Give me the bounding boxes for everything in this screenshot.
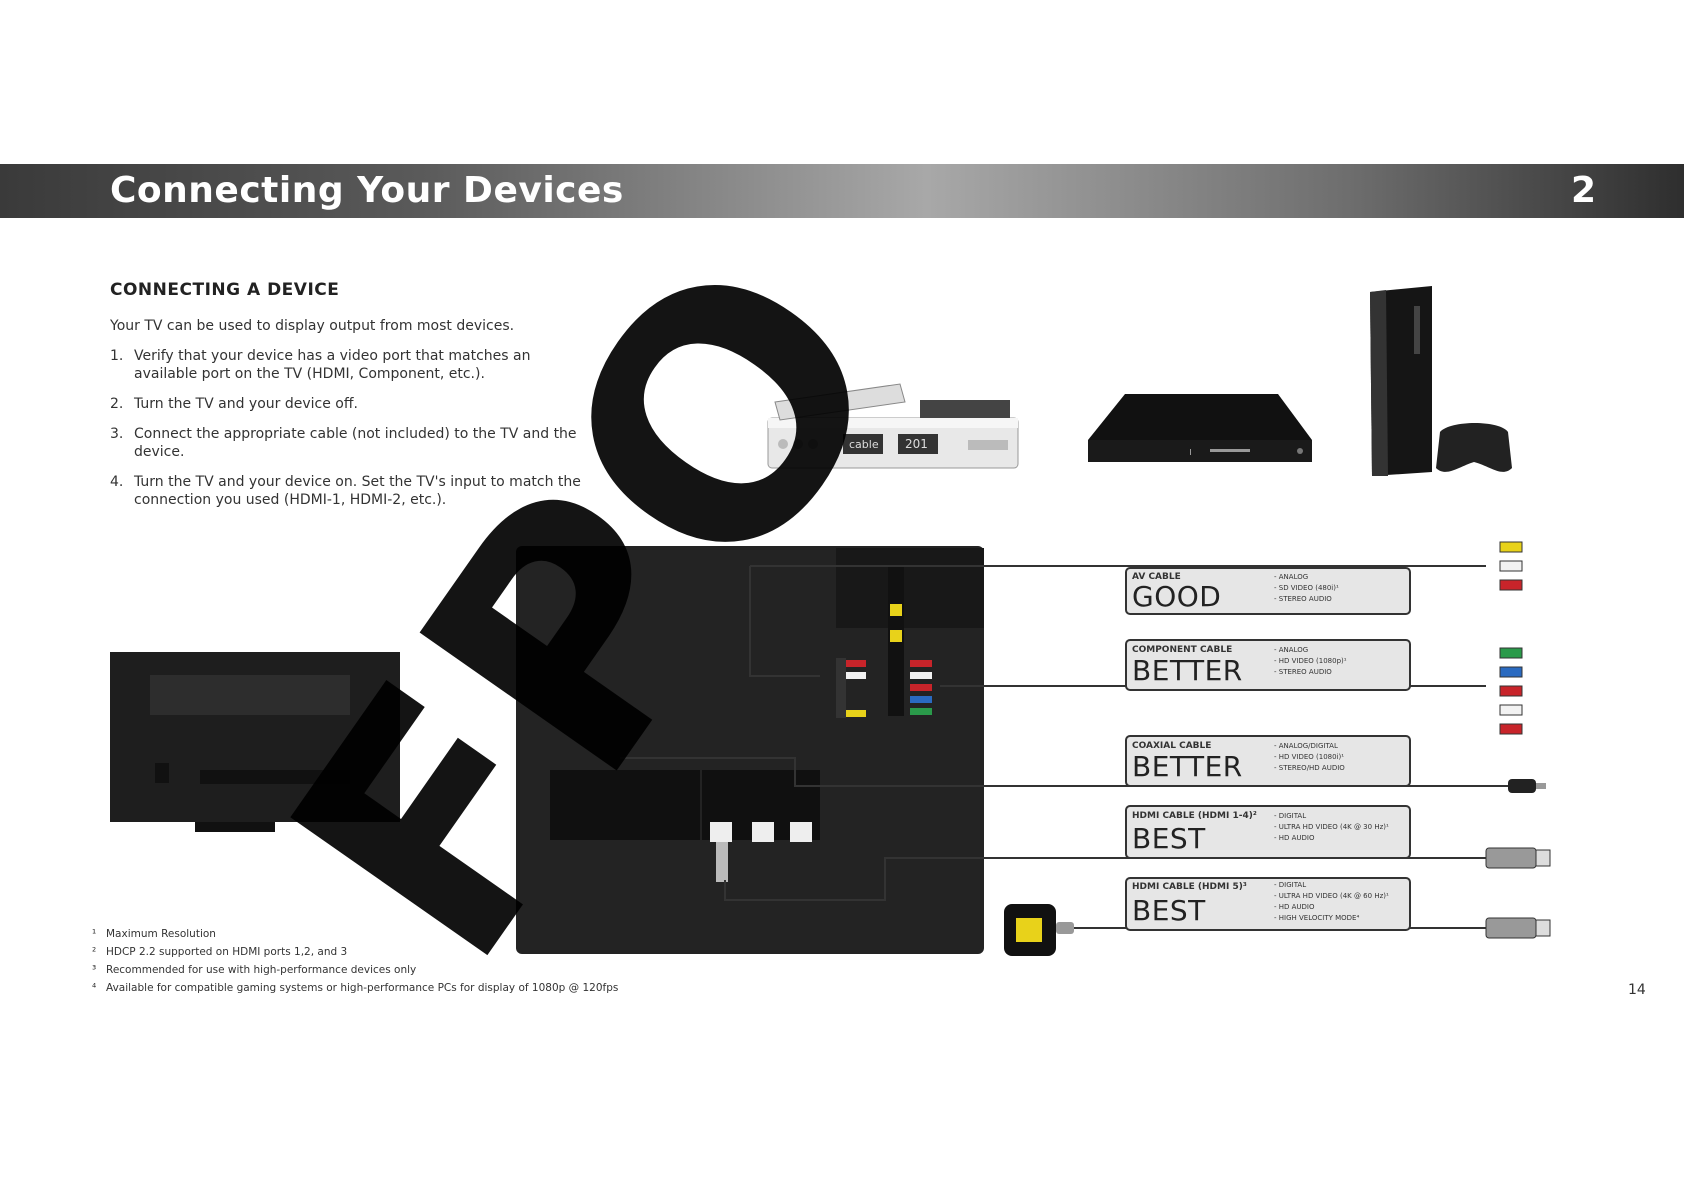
step-text: Connect the appropriate cable (not inclu…: [134, 426, 577, 460]
card-features-component: - ANALOG- HD VIDEO (1080p)¹- STEREO AUDI…: [1274, 646, 1347, 676]
step-item: 4. Turn the TV and your device on. Set th…: [110, 473, 590, 509]
bluray-player-illustration: [1088, 394, 1312, 462]
step-number: 1.: [110, 348, 124, 364]
section-title: CONNECTING A DEVICE: [110, 280, 340, 300]
card-rating-coaxial: BETTER: [1132, 750, 1243, 783]
card-features-hdmi-1-4: - DIGITAL- ULTRA HD VIDEO (4K @ 30 Hz)¹-…: [1274, 812, 1389, 842]
card-label-hdmi-5: HDMI CABLE (HDMI 5)³: [1132, 882, 1247, 892]
hdmi-port-icon: [1004, 904, 1074, 956]
step-text: Turn the TV and your device on. Set the …: [134, 474, 581, 508]
step-item: 2. Turn the TV and your device off.: [110, 395, 590, 413]
step-number: 3.: [110, 426, 124, 442]
game-console-illustration: [1370, 286, 1512, 476]
quality-card-frames: [1125, 567, 1411, 931]
card-rating-av: GOOD: [1132, 580, 1222, 613]
step-text: Turn the TV and your device off.: [134, 396, 358, 412]
tv-input-panel: [516, 546, 984, 954]
connector-coaxial: [1508, 779, 1546, 793]
chapter-banner: Connecting Your Devices 2: [0, 164, 1684, 218]
page-number: 14: [1628, 982, 1646, 998]
card-features-coaxial: - ANALOG/DIGITAL- HD VIDEO (1080i)¹- STE…: [1274, 742, 1345, 772]
chapter-number: 2: [1570, 170, 1596, 211]
step-item: 1. Verify that your device has a video po…: [110, 347, 590, 383]
card-features-hdmi-5: - DIGITAL- ULTRA HD VIDEO (4K @ 60 Hz)¹-…: [1274, 881, 1389, 922]
cable-box-brand: cable: [849, 438, 879, 451]
card-label-component: COMPONENT CABLE: [1132, 645, 1233, 655]
connector-hdmi-2: [1485, 917, 1551, 939]
step-item: 3. Connect the appropriate cable (not inc…: [110, 425, 590, 461]
chapter-title: Connecting Your Devices: [110, 170, 624, 211]
card-label-coaxial: COAXIAL CABLE: [1132, 741, 1212, 751]
tv-back-illustration: [110, 652, 400, 832]
cable-box-display: 201: [905, 437, 928, 451]
connector-hdmi-1: [1485, 847, 1551, 869]
card-label-hdmi-1-4: HDMI CABLE (HDMI 1-4)²: [1132, 811, 1257, 821]
connector-av: [1499, 541, 1523, 591]
steps-list: 1. Verify that your device has a video po…: [110, 347, 590, 521]
card-rating-hdmi-1-4: BEST: [1132, 822, 1206, 855]
connector-component: [1499, 647, 1523, 735]
card-features-av: - ANALOG- SD VIDEO (480i)¹- STEREO AUDIO: [1274, 573, 1339, 603]
cable-box-illustration: cable 201: [767, 383, 1019, 469]
step-number: 2.: [110, 396, 124, 412]
card-rating-hdmi-5: BEST: [1132, 894, 1206, 927]
card-rating-component: BETTER: [1132, 654, 1243, 687]
step-text: Verify that your device has a video port…: [134, 348, 531, 382]
intro-text: Your TV can be used to display output fr…: [110, 318, 515, 334]
card-label-av: AV CABLE: [1132, 572, 1181, 582]
step-number: 4.: [110, 474, 124, 490]
